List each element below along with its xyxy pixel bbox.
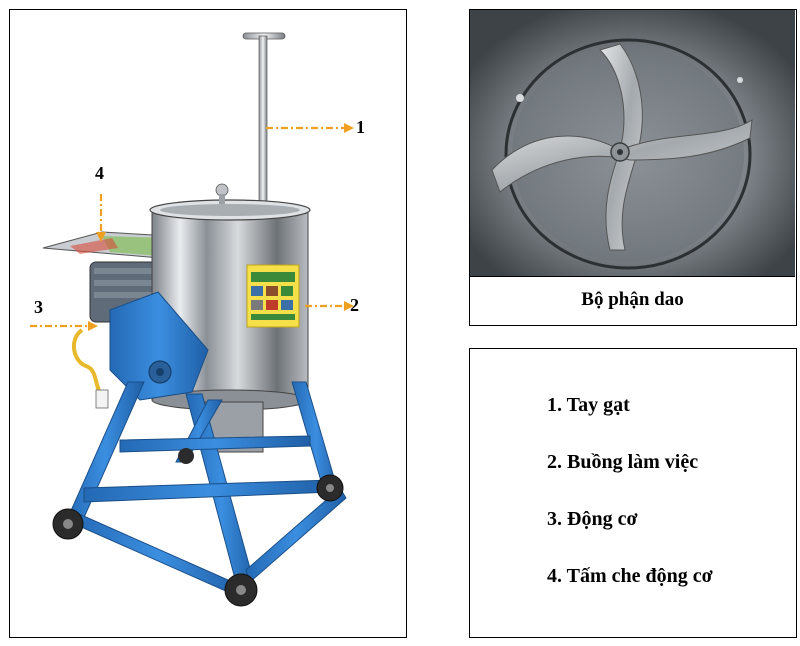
machine-photo-panel: 1 2 3 4 bbox=[9, 9, 407, 638]
parts-legend-panel: 1. Tay gạt 2. Buồng làm việc 3. Động cơ … bbox=[469, 348, 797, 638]
legend-item-4: 4. Tấm che động cơ bbox=[547, 565, 713, 587]
lever-handle bbox=[241, 32, 286, 225]
machine-illustration bbox=[30, 32, 354, 607]
motor-cover-plate bbox=[42, 231, 171, 259]
callout-4-label: 4 bbox=[95, 163, 104, 183]
blade-illustration bbox=[470, 10, 795, 276]
legend-item-1: 1. Tay gạt bbox=[547, 394, 630, 416]
product-label bbox=[246, 264, 300, 328]
blade-assembly-photo bbox=[470, 10, 795, 277]
belt-guard bbox=[109, 291, 209, 401]
callout-lines bbox=[30, 126, 344, 328]
legend-item-3: 3. Động cơ bbox=[547, 508, 638, 530]
callout-2-label: 2 bbox=[350, 295, 359, 315]
callout-1-label: 1 bbox=[356, 117, 365, 137]
blade-assembly-panel: Bộ phận dao bbox=[469, 9, 797, 326]
blue-frame-stand bbox=[65, 381, 347, 601]
callout-arrowheads bbox=[88, 123, 354, 331]
callout-3-label: 3 bbox=[34, 297, 43, 317]
caster-wheels bbox=[52, 448, 344, 607]
legend-item-2: 2. Buồng làm việc bbox=[547, 451, 699, 473]
blade-caption: Bộ phận dao bbox=[581, 289, 684, 310]
